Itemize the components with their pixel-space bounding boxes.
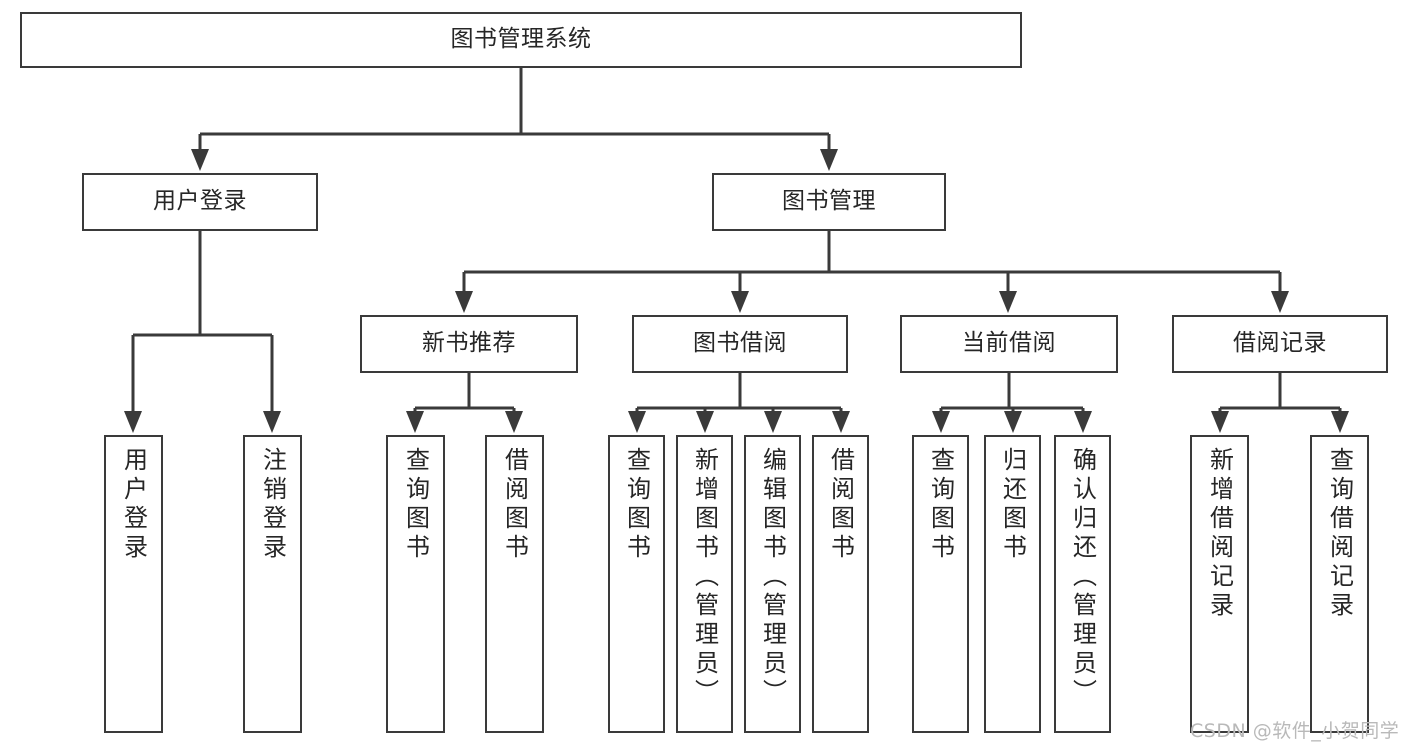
node-label: 注销登录	[258, 447, 287, 563]
node-label: 编辑图书（管理员）	[758, 447, 787, 708]
node-book-borrow[interactable]: 图书借阅	[632, 315, 848, 373]
node-label: 确认归还（管理员）	[1068, 447, 1097, 708]
connector-c-user-login-a1	[124, 335, 142, 433]
node-leaf-user-login[interactable]: 用户登录	[104, 435, 163, 733]
connector-c-borrow-a2	[696, 408, 714, 433]
node-label: 查询图书	[622, 447, 651, 563]
connector-c-root-to-book-manage	[820, 134, 838, 171]
node-label: 用户登录	[153, 188, 247, 215]
node-label: 借阅图书	[826, 447, 855, 563]
node-label: 查询图书	[401, 447, 430, 563]
node-leaf-query-book-rec[interactable]: 查询图书	[386, 435, 445, 733]
node-root[interactable]: 图书管理系统	[20, 12, 1022, 68]
node-label: 图书管理系统	[450, 26, 592, 53]
node-label: 借阅图书	[500, 447, 529, 563]
connector-c-records-a2	[1331, 408, 1349, 433]
node-leaf-borrow-book[interactable]: 借阅图书	[812, 435, 869, 733]
connector-c-bm-a1	[455, 272, 473, 313]
node-leaf-confirm-return-admin[interactable]: 确认归还（管理员）	[1054, 435, 1111, 733]
node-label: 查询图书	[926, 447, 955, 563]
node-label: 查询借阅记录	[1325, 447, 1354, 621]
node-label: 图书借阅	[693, 330, 787, 357]
node-leaf-query-book-current[interactable]: 查询图书	[912, 435, 969, 733]
node-label: 新书推荐	[422, 330, 516, 357]
connector-c-current-a3	[1074, 408, 1092, 433]
connector-c-bm-a2	[731, 272, 749, 313]
node-leaf-add-book-admin[interactable]: 新增图书（管理员）	[676, 435, 733, 733]
connector-c-borrow-a4	[832, 408, 850, 433]
node-book-manage[interactable]: 图书管理	[712, 173, 946, 231]
node-leaf-edit-book-admin[interactable]: 编辑图书（管理员）	[744, 435, 801, 733]
node-new-book-recommend[interactable]: 新书推荐	[360, 315, 578, 373]
connector-c-rec-a2	[505, 408, 523, 433]
node-borrow-records[interactable]: 借阅记录	[1172, 315, 1388, 373]
node-current-borrow[interactable]: 当前借阅	[900, 315, 1118, 373]
connector-c-current-a2	[1004, 408, 1022, 433]
node-leaf-query-book-borrow[interactable]: 查询图书	[608, 435, 665, 733]
connector-c-root-to-user-login	[191, 134, 209, 171]
node-label: 用户登录	[119, 447, 148, 563]
connector-c-rec-a1	[406, 408, 424, 433]
watermark-text: CSDN @软件_小贺同学	[1190, 720, 1400, 742]
node-label: 当前借阅	[962, 330, 1056, 357]
connector-c-borrow-a1	[628, 408, 646, 433]
node-leaf-borrow-book-rec[interactable]: 借阅图书	[485, 435, 544, 733]
connector-c-records-a1	[1211, 408, 1229, 433]
node-label: 借阅记录	[1233, 330, 1327, 357]
node-leaf-query-borrow-record[interactable]: 查询借阅记录	[1310, 435, 1369, 733]
connector-c-user-login-a2	[263, 335, 281, 433]
node-leaf-add-borrow-record[interactable]: 新增借阅记录	[1190, 435, 1249, 733]
node-label: 新增借阅记录	[1205, 447, 1234, 621]
node-leaf-return-book[interactable]: 归还图书	[984, 435, 1041, 733]
node-label: 图书管理	[782, 188, 876, 215]
connector-c-current-a1	[932, 408, 950, 433]
connector-c-bm-a3	[999, 272, 1017, 313]
node-label: 归还图书	[998, 447, 1027, 563]
connector-c-bm-a4	[1271, 272, 1289, 313]
node-label: 新增图书（管理员）	[690, 447, 719, 708]
connector-c-borrow-a3	[764, 408, 782, 433]
node-user-login[interactable]: 用户登录	[82, 173, 318, 231]
node-leaf-user-logout[interactable]: 注销登录	[243, 435, 302, 733]
